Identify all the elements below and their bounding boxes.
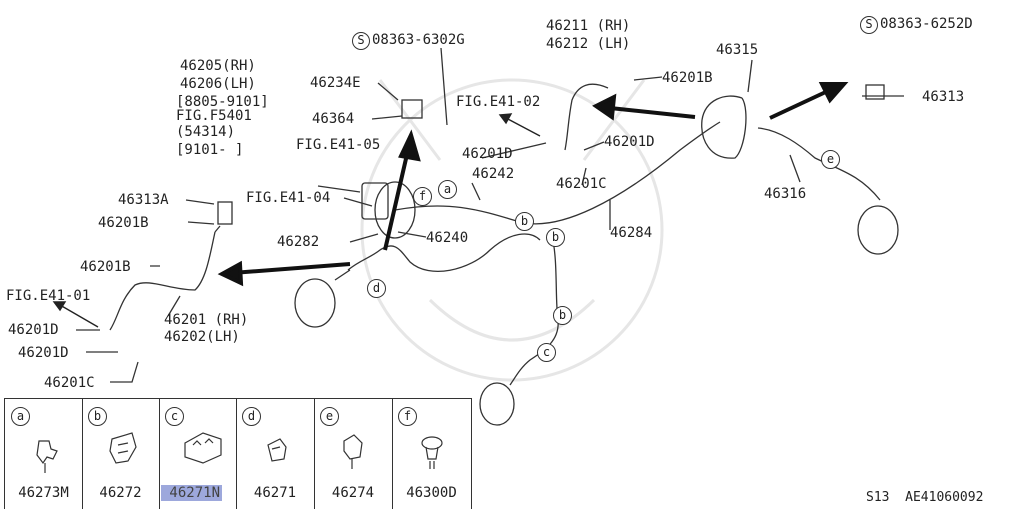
label-46201B-left-2[interactable]: 46201B [80, 259, 131, 275]
bracket-46205 [217, 201, 233, 225]
callout-b-1: b [515, 212, 534, 231]
legend-letter: c [165, 407, 184, 426]
label-fig-e41-01[interactable]: FIG.E41-01 [6, 288, 91, 304]
clip-b-icon [109, 432, 137, 464]
figure-code: AE41060092 [905, 490, 984, 505]
brake-booster [374, 181, 416, 239]
label-46206[interactable]: 46206(LH) [180, 76, 256, 92]
label-46240[interactable]: 46240 [426, 230, 469, 246]
label-range1: [8805-9101] [176, 94, 269, 110]
label-46242[interactable]: 46242 [472, 166, 515, 182]
label-fig-f5401[interactable]: FIG.F5401 [176, 108, 252, 124]
s-symbol-icon-2: S [860, 16, 878, 34]
legend-cell-d[interactable]: d 46271 [236, 399, 315, 509]
legend-letter: d [242, 407, 261, 426]
label-46282[interactable]: 46282 [277, 234, 320, 250]
model-code: S13 [866, 490, 890, 505]
clip-a-icon [36, 440, 58, 473]
label-46205[interactable]: 46205(RH) [180, 58, 256, 74]
label-46316[interactable]: 46316 [764, 186, 807, 202]
label-54314: (54314) [176, 124, 236, 140]
label-46313A[interactable]: 46313A [118, 192, 169, 208]
callout-d: d [367, 279, 386, 298]
legend-cell-c[interactable]: c 46271N [159, 399, 237, 509]
label-46201C-right[interactable]: 46201C [556, 176, 607, 192]
label-46202-lh[interactable]: 46202(LH) [164, 329, 240, 345]
label-46201C-left[interactable]: 46201C [44, 375, 95, 391]
legend-cell-f[interactable]: f 46300D [392, 399, 471, 509]
legend-letter: a [11, 407, 30, 426]
label-46364[interactable]: 46364 [312, 111, 355, 127]
rear-brake-left [479, 382, 515, 426]
legend-cell-e[interactable]: e 46274 [314, 399, 393, 509]
label-range2: [9101- ] [176, 142, 244, 158]
label-fig-e41-05[interactable]: FIG.E41-05 [296, 137, 381, 153]
front-brake-right [701, 95, 747, 159]
callout-f: f [413, 187, 432, 206]
master-cylinder [361, 182, 389, 220]
diagram-footer: S13 AE41060092 [866, 490, 983, 505]
legend-part-number: 46272 [99, 485, 142, 501]
legend-letter: e [320, 407, 339, 426]
legend-part-number-selected: 46271N [161, 485, 222, 501]
label-46284[interactable]: 46284 [610, 225, 653, 241]
callout-c: c [537, 343, 556, 362]
label-bolt-08363-6252D[interactable]: 08363-6252D [880, 16, 973, 32]
legend-part-number: 46273M [18, 485, 69, 501]
legend-letter: b [88, 407, 107, 426]
legend-cell-b[interactable]: b 46272 [82, 399, 160, 509]
clip-f-icon [421, 436, 443, 469]
label-46313[interactable]: 46313 [922, 89, 965, 105]
front-brake-left [294, 278, 336, 328]
legend-part-number: 46300D [406, 485, 457, 501]
front-hose-right [564, 83, 609, 151]
legend-table: a 46273M b 46272 c 46271N d 46271 e 4627… [4, 398, 472, 509]
front-hose-left [109, 231, 216, 331]
clip-e-icon [343, 434, 363, 469]
callout-e: e [821, 150, 840, 169]
rear-brake-right [857, 205, 899, 255]
label-fig-e41-02[interactable]: FIG.E41-02 [456, 94, 541, 110]
label-46201D-left-2[interactable]: 46201D [18, 345, 69, 361]
label-46211-rh[interactable]: 46211 (RH) [546, 18, 631, 34]
legend-letter: f [398, 407, 417, 426]
clip-c-icon [184, 432, 222, 464]
label-46315[interactable]: 46315 [716, 42, 759, 58]
callout-a: a [438, 180, 457, 199]
clip-d-icon [267, 438, 287, 462]
bracket-46313 [865, 84, 885, 100]
legend-part-number: 46271 [253, 485, 297, 501]
legend-cell-a[interactable]: a 46273M [5, 399, 83, 509]
valve-46364 [401, 99, 423, 119]
label-46201-rh[interactable]: 46201 (RH) [164, 312, 249, 328]
label-46201D-center[interactable]: 46201D [462, 146, 513, 162]
label-46201D-left[interactable]: 46201D [8, 322, 59, 338]
rear-line-left [509, 235, 559, 386]
label-fig-e41-04[interactable]: FIG.E41-04 [246, 190, 331, 206]
label-46201B-right[interactable]: 46201B [662, 70, 713, 86]
s-symbol-icon: S [352, 32, 370, 50]
rear-line-right [757, 127, 881, 201]
label-46201B-left[interactable]: 46201B [98, 215, 149, 231]
label-bolt-08363-6302G[interactable]: 08363-6302G [372, 32, 465, 48]
label-46212-lh[interactable]: 46212 (LH) [546, 36, 631, 52]
legend-part-number: 46274 [331, 485, 375, 501]
label-46234E[interactable]: 46234E [310, 75, 361, 91]
label-46201D-right[interactable]: 46201D [604, 134, 655, 150]
callout-b-3: b [553, 306, 572, 325]
callout-b-2: b [546, 228, 565, 247]
